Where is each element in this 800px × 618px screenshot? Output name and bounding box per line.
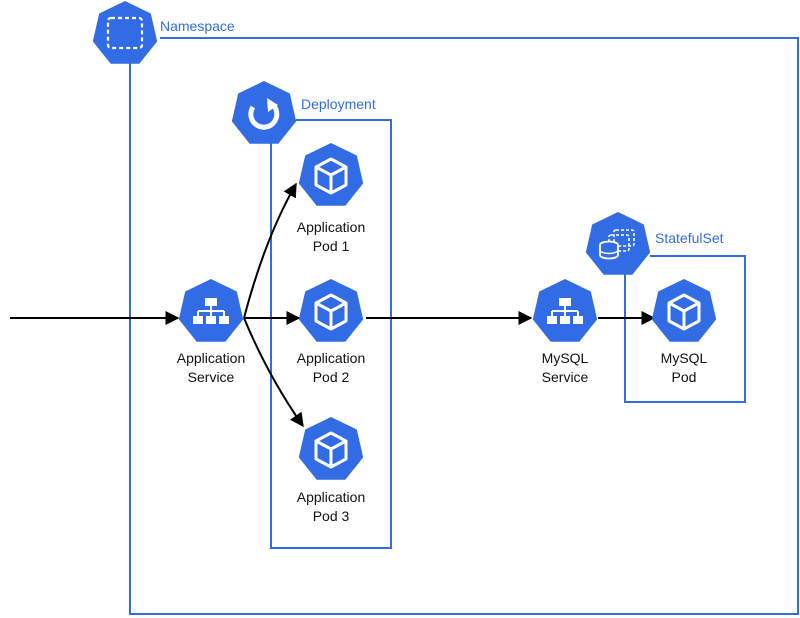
pod1-icon (298, 143, 364, 206)
namespace-label: Namespace (160, 18, 235, 34)
mysql-service-icon (532, 279, 598, 342)
pod3-label-line2: Pod 3 (313, 508, 350, 524)
edge-app-service-to-pod3 (243, 317, 304, 428)
pod2-icon (298, 279, 364, 342)
mysql-service-label-line1: MySQL (542, 350, 589, 366)
pod3-icon (298, 417, 364, 480)
mysql-service-label-line2: Service (542, 369, 589, 385)
statefulset-frame (624, 255, 746, 403)
deployment-icon (231, 81, 297, 144)
deployment-label: Deployment (301, 96, 376, 112)
statefulset-icon (585, 212, 651, 275)
app-service-label-line1: Application (177, 350, 246, 366)
pod1-label-line2: Pod 1 (313, 238, 350, 254)
statefulset-label: StatefulSet (655, 230, 724, 246)
pod1-label-line1: Application (297, 219, 366, 235)
mysql-pod-icon (651, 279, 717, 342)
mysql-pod-label-line1: MySQL (661, 350, 708, 366)
pod3-label-line1: Application (297, 489, 366, 505)
edge-app-service-to-pod1 (243, 182, 297, 319)
namespace-icon (92, 1, 158, 64)
pod2-label-line1: Application (297, 350, 366, 366)
deployment-frame (270, 119, 392, 549)
pod2-label-line2: Pod 2 (313, 369, 350, 385)
app-service-icon (178, 279, 244, 342)
app-service-label-line2: Service (188, 369, 235, 385)
mysql-pod-label-line2: Pod (672, 369, 697, 385)
namespace-frame (129, 37, 799, 615)
